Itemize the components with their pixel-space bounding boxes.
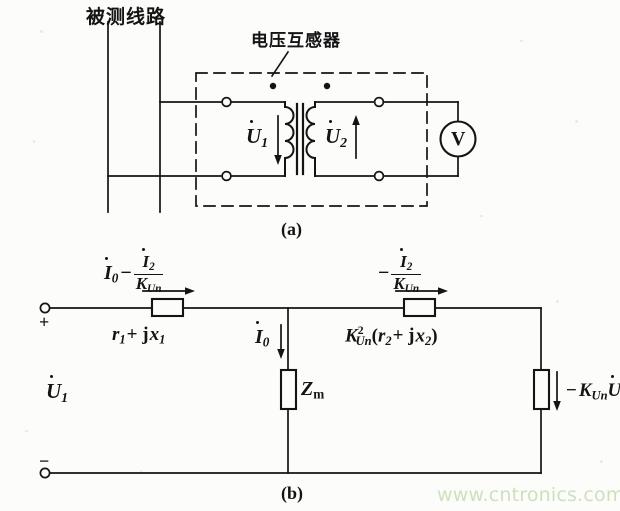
paper-speck (25, 430, 28, 432)
ratio-k-subscript: Un (404, 282, 420, 295)
site-watermark: www.cntronics.com (437, 484, 620, 506)
load-voltage-arrow-head (553, 401, 561, 411)
caption-a: (a) (281, 219, 302, 239)
current-i0-symbol: I (255, 321, 263, 348)
left-impedance-label: r1+ jx1 (112, 325, 165, 346)
primary-voltage-label: U1 (246, 119, 269, 150)
paper-speck (575, 120, 578, 123)
paper-speck (600, 460, 603, 463)
current-i0-subscript: 0 (111, 270, 119, 286)
current-i0-symbol: I (104, 256, 112, 284)
ratio-k-subscript: Un (591, 388, 608, 403)
fraction-numerator: I2 (134, 247, 164, 274)
magnetising-impedance-label: Zm (301, 379, 324, 401)
load-voltage-label: −KUnU2 (566, 375, 620, 403)
impedance-box-magnetising (279, 368, 298, 411)
resistance-r2-symbol: r (377, 325, 386, 347)
reactance-x1-symbol: x (149, 324, 160, 345)
input-terminal-positive (39, 302, 51, 314)
secondary-winding (305, 101, 316, 177)
reactance-x2-symbol: x (415, 325, 426, 347)
paper-speck (480, 215, 483, 217)
secondary-terminal-bottom (373, 170, 385, 182)
primary-voltage-symbol: U (46, 374, 62, 403)
current-i2-symbol: I (400, 247, 407, 271)
transformer-enclosure (195, 72, 428, 207)
current-i2-subscript: 2 (149, 261, 155, 274)
current-arrow-shunt-head (277, 349, 285, 359)
minus-operator: − (120, 261, 132, 284)
paper-speck (556, 300, 559, 303)
secondary-voltage-symbol: U (325, 119, 341, 148)
current-i2-subscript: 2 (406, 261, 413, 274)
ratio-k-subscript: Un (147, 282, 162, 295)
impedance-zm-symbol: Z (301, 378, 314, 400)
polarity-dot-secondary (323, 82, 331, 90)
reactance-operator: + j (392, 325, 415, 347)
current-i2-symbol: I (142, 247, 150, 271)
ratio-k-exponent: 2 (357, 324, 364, 337)
paper-speck (40, 30, 43, 33)
fraction-numerator: I2 (391, 247, 421, 274)
voltmeter-symbol (439, 120, 477, 158)
u2-arrow-head (352, 115, 360, 125)
impedance-box-secondary (402, 297, 437, 318)
source-voltage-label: U1 (46, 374, 69, 405)
paper-speck (520, 40, 523, 42)
reactance-operator: + j (126, 324, 149, 345)
right-impedance-label: K2Un(r2+ jx2) (345, 325, 438, 347)
ratio-k-symbol: K (578, 380, 592, 401)
ratio-k-symbol: K (345, 325, 358, 347)
reactance-x1-subscript: 1 (159, 332, 166, 347)
secondary-voltage-subscript: 2 (340, 134, 348, 150)
transformer-label-leader (270, 50, 290, 78)
ratio-k-symbol: K (135, 273, 148, 293)
fraction-denominator: KUn (391, 273, 422, 296)
shunt-current-label: I0 (255, 321, 270, 350)
measured-line-label: 被测线路 (86, 6, 167, 28)
u1-arrow-head (274, 155, 282, 165)
impedance-box-primary (150, 297, 185, 318)
paren-open: ( (371, 325, 378, 347)
secondary-terminal-top (373, 96, 385, 108)
terminal-polarity-positive: + (39, 312, 50, 332)
paper-speck (140, 470, 142, 472)
primary-voltage-subscript: 1 (261, 134, 269, 150)
fraction-denominator: KUn (133, 273, 164, 296)
current-arrow-left-head (185, 287, 195, 295)
resistance-r1-symbol: r (112, 324, 120, 345)
resistance-r2-subscript: 2 (385, 333, 392, 348)
primary-voltage-symbol: U (246, 119, 262, 148)
reactance-x2-subscript: 2 (425, 333, 432, 348)
terminal-polarity-negative: − (39, 451, 50, 471)
secondary-voltage-symbol: U (607, 375, 620, 401)
secondary-voltage-label: U2 (325, 119, 348, 150)
polarity-dot-primary (269, 82, 277, 90)
minus-operator: − (566, 380, 577, 401)
minus-operator: − (378, 261, 390, 284)
caption-b: (b) (281, 483, 303, 503)
primary-winding (284, 101, 295, 177)
voltmeter-label: V (451, 128, 466, 150)
primary-terminal-bottom (221, 170, 232, 182)
paren-close: ) (431, 325, 438, 347)
current-arrow-right-head (438, 287, 448, 295)
impedance-box-load (532, 368, 551, 411)
resistance-r1-subscript: 1 (119, 332, 126, 347)
voltage-transformer-label: 电压互感器 (251, 31, 341, 51)
ratio-k-symbol: K (393, 273, 405, 293)
ratio-k-subscript: Un (355, 333, 372, 348)
impedance-zm-subscript: m (313, 386, 325, 402)
paper-speck (33, 140, 35, 143)
primary-voltage-subscript: 1 (61, 389, 69, 405)
input-terminal-negative (39, 467, 51, 479)
primary-terminal-top (221, 96, 232, 108)
current-i0-subscript: 0 (262, 334, 270, 350)
